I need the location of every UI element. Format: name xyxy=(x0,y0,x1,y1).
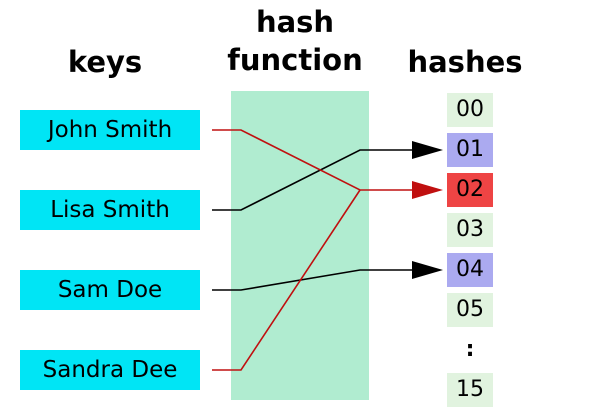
key-sam-doe: Sam Doe xyxy=(20,270,200,310)
arrowhead-02 xyxy=(412,181,443,199)
hashes-heading: hashes xyxy=(407,45,523,79)
bucket-00: 00 xyxy=(447,93,493,127)
arrow-john-smith-to-02 xyxy=(212,129,412,191)
hash-function-heading-text: hash function xyxy=(227,5,363,77)
bucket-04: 04 xyxy=(447,253,493,287)
hash-function-heading: hash function xyxy=(215,3,375,79)
key-john-smith: John Smith xyxy=(20,110,200,150)
keys-heading: keys xyxy=(67,45,143,79)
arrowhead-01 xyxy=(412,141,443,159)
bucket-ellipsis: : xyxy=(465,337,475,362)
bucket-01: 01 xyxy=(447,133,493,167)
arrow-sam-doe-to-04 xyxy=(212,269,412,291)
arrow-sandra-dee-to-02 xyxy=(212,189,361,371)
key-sandra-dee: Sandra Dee xyxy=(20,350,200,390)
bucket-05: 05 xyxy=(447,293,493,327)
hash-function-band xyxy=(231,91,369,400)
arrow-lisa-smith-to-01 xyxy=(212,149,412,211)
bucket-02: 02 xyxy=(447,173,493,207)
arrowhead-04 xyxy=(412,261,443,279)
key-lisa-smith: Lisa Smith xyxy=(20,190,200,230)
bucket-03: 03 xyxy=(447,213,493,247)
